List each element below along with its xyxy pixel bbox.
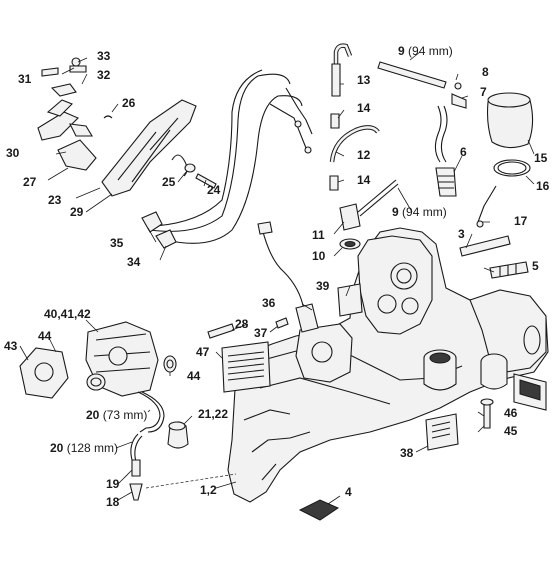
callout-9-top: 9 (94 mm) [398, 45, 453, 57]
callout-36: 36 [262, 296, 276, 310]
callout-25: 25 [162, 175, 176, 189]
callout-10: 10 [312, 249, 326, 263]
callout-1-2: 1,2 [200, 483, 217, 497]
callout-31: 31 [18, 72, 32, 86]
callout-14-lower: 14 [357, 173, 371, 187]
callout-32: 32 [97, 68, 111, 82]
callout-20-upper: 20 (73 mm) [86, 409, 147, 421]
wiring-harness [141, 69, 319, 333]
callout-33: 33 [97, 49, 111, 63]
callout-5: 5 [532, 259, 539, 273]
callout-9-mid: 9 (94 mm) [392, 206, 447, 218]
callout-9-top-length: (94 mm) [408, 44, 453, 58]
crankcase-housing [227, 227, 549, 503]
callout-26: 26 [122, 96, 136, 110]
callout-39: 39 [316, 279, 330, 293]
fuel-line-assembly [129, 391, 237, 501]
callout-3: 3 [458, 227, 465, 241]
callout-44-right: 44 [187, 369, 201, 383]
callout-20-lower-length: (128 mm) [66, 441, 119, 455]
callout-11: 11 [312, 228, 325, 242]
callout-9-mid-number: 9 [392, 205, 399, 219]
carburetor-assembly [19, 321, 177, 399]
callout-35: 35 [110, 236, 124, 250]
callout-40-41-42: 40,41,42 [44, 307, 91, 321]
callout-24: 24 [207, 183, 221, 197]
callout-21-22: 21,22 [198, 407, 229, 421]
callout-9-mid-length: (94 mm) [402, 205, 447, 219]
callout-30: 30 [6, 146, 20, 160]
callout-37: 37 [254, 326, 268, 340]
callout-17: 17 [514, 214, 528, 228]
callout-38: 38 [400, 446, 414, 460]
callout-12: 12 [357, 148, 371, 162]
tube-and-fittings [377, 61, 467, 197]
callout-46: 46 [504, 406, 518, 420]
callout-18: 18 [106, 495, 120, 509]
callout-13: 13 [357, 73, 371, 87]
callout-20-upper-number: 20 [86, 408, 100, 422]
cover-plate-47 [221, 341, 271, 393]
callout-34: 34 [127, 255, 141, 269]
callout-44-left: 44 [38, 329, 52, 343]
leader-lines [19, 51, 535, 505]
callout-45: 45 [504, 424, 518, 438]
callout-7: 7 [480, 85, 487, 99]
callout-8: 8 [482, 65, 489, 79]
callout-23: 23 [48, 193, 62, 207]
callout-47: 47 [196, 345, 210, 359]
callout-20-lower: 20 (128 mm) [50, 442, 118, 454]
callout-6: 6 [460, 145, 467, 159]
callout-27: 27 [23, 175, 37, 189]
callout-16: 16 [536, 179, 550, 193]
cap-and-seal [476, 92, 534, 228]
throttle-lever-parts [37, 57, 197, 197]
callout-9-top-number: 9 [398, 44, 405, 58]
callout-28: 28 [235, 317, 249, 331]
fuel-hoses [329, 43, 399, 250]
screw-and-bolt [459, 235, 529, 279]
callout-20-upper-length: (73 mm) [102, 408, 148, 422]
callout-19: 19 [106, 477, 120, 491]
callout-15: 15 [534, 151, 548, 165]
callout-29: 29 [70, 205, 84, 219]
callout-14-upper: 14 [357, 101, 371, 115]
callout-43: 43 [4, 339, 18, 353]
lower-right-parts [298, 373, 547, 521]
callout-20-lower-number: 20 [50, 441, 64, 455]
callout-4: 4 [345, 485, 352, 499]
